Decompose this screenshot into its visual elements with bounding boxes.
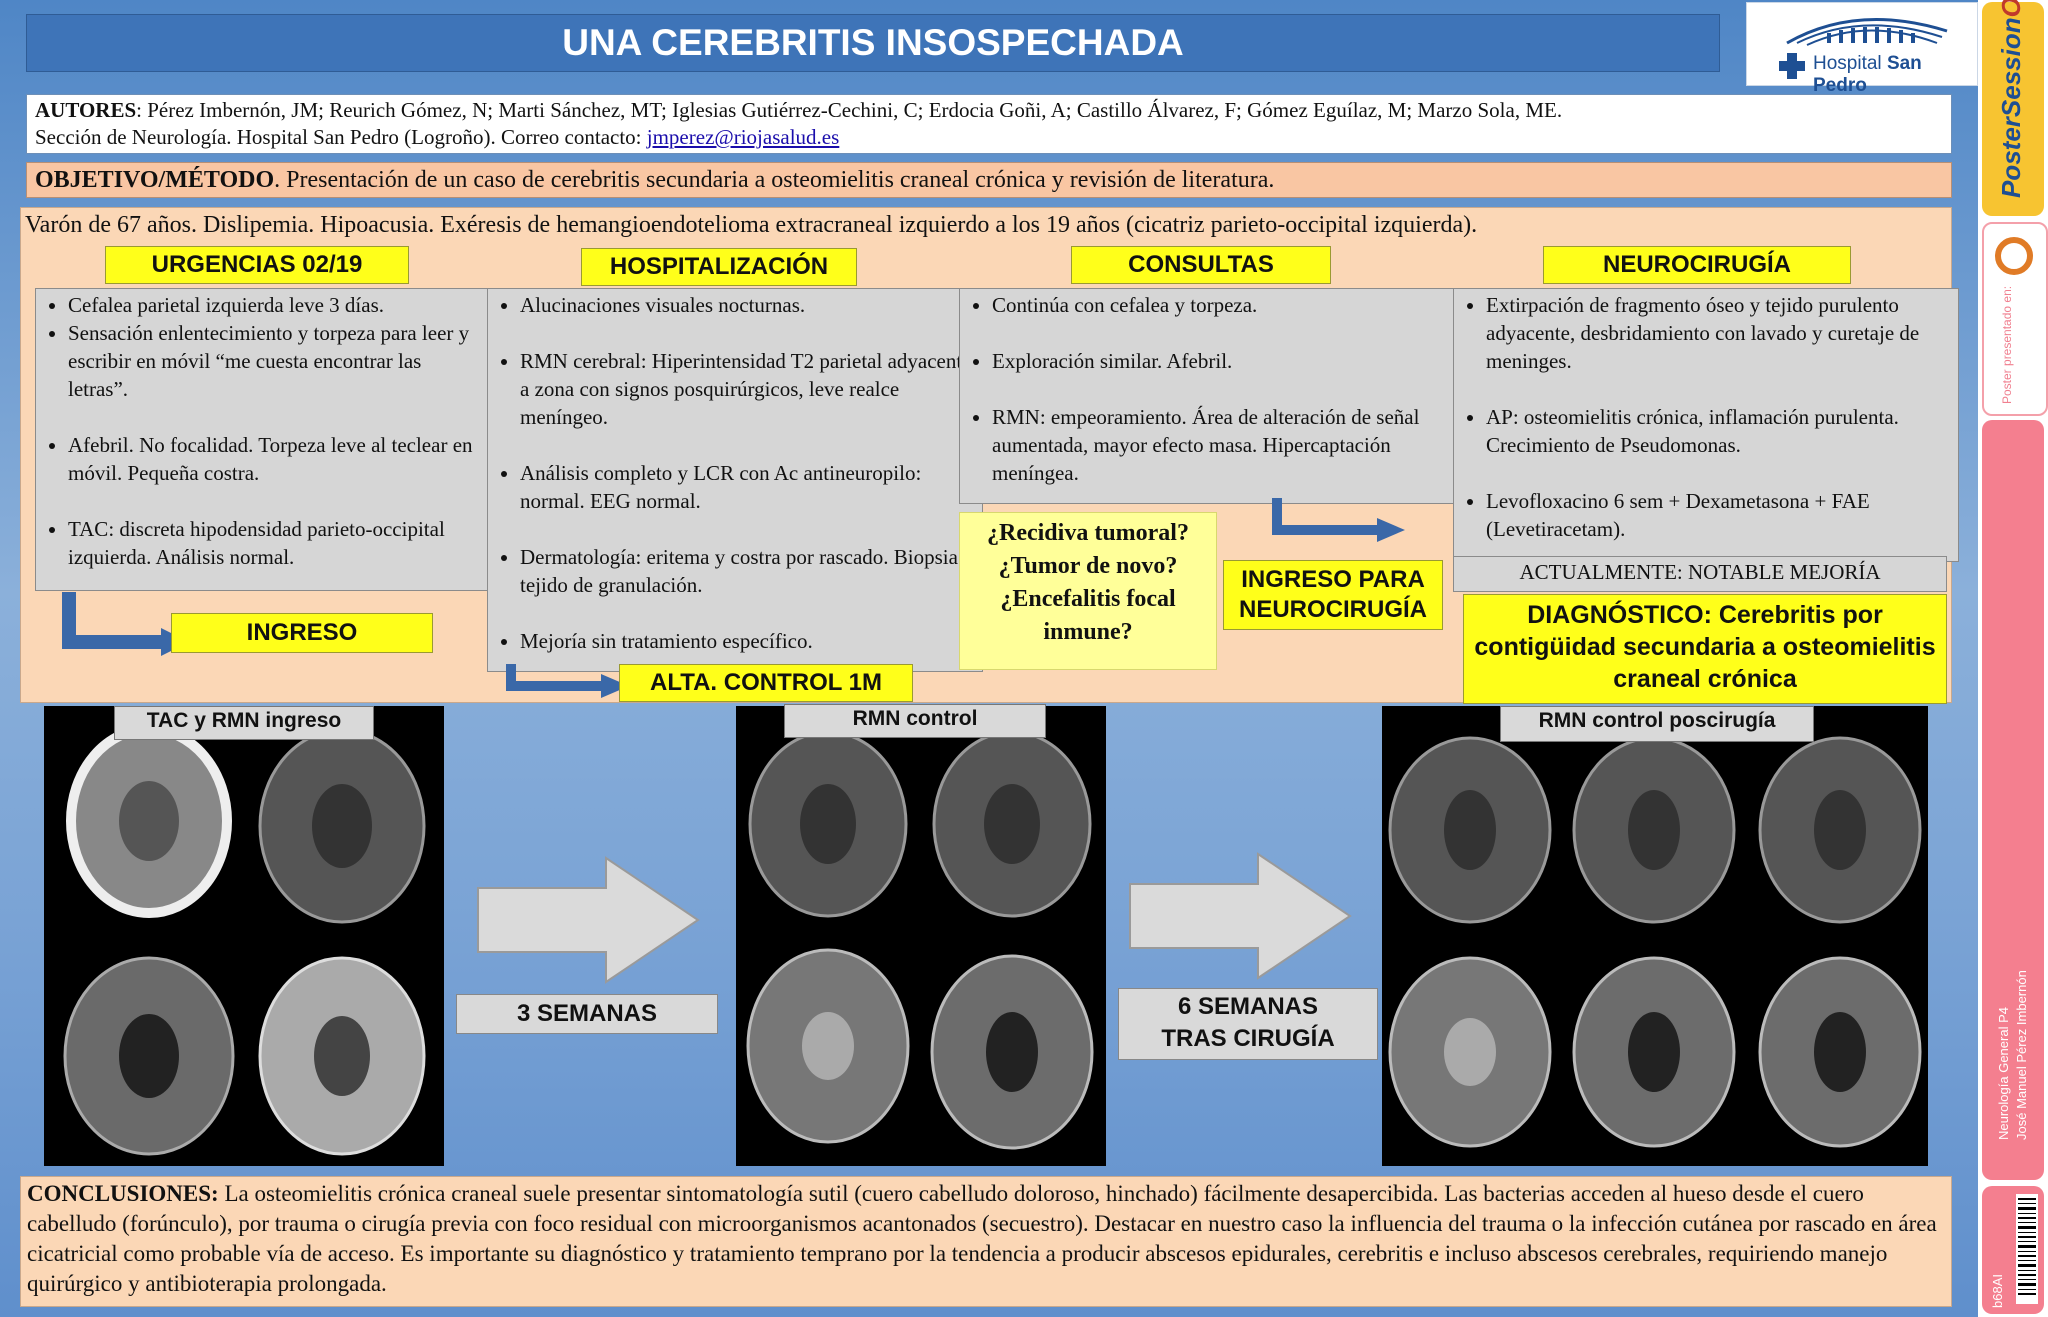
- arrow-right-icon: [1129, 852, 1352, 980]
- brand-text: PosterSessionOnline: [1996, 0, 2026, 198]
- authors-box: AUTORES: Pérez Imbernón, JM; Reurich Góm…: [26, 94, 1952, 154]
- brain-scans: [746, 730, 1094, 1150]
- ingreso-label: INGRESO: [171, 613, 433, 653]
- poster-session-brand: PosterSessionOnline: [1982, 0, 2044, 216]
- image-label-ingreso: TAC y RMN ingreso: [114, 706, 374, 740]
- question-item: ¿Encefalitis focal inmune?: [1000, 586, 1176, 645]
- hospitalizacion-box: Alucinaciones visuales nocturnas. RMN ce…: [487, 288, 983, 672]
- neurocirugia-box: Extirpación de fragmento óseo y tejido p…: [1453, 288, 1959, 562]
- arrow-label-3-semanas: 3 SEMANAS: [456, 994, 718, 1034]
- arrow-right-icon: [477, 856, 700, 984]
- event-logo-icon: [1995, 237, 2033, 275]
- presented-at-segment: Poster presentado en:: [1982, 222, 2048, 416]
- question-item: ¿Recidiva tumoral?: [987, 520, 1189, 546]
- objective-box: OBJETIVO/MÉTODO. Presentación de un caso…: [26, 162, 1952, 198]
- image-label-control: RMN control: [784, 704, 1046, 738]
- contact-email-link[interactable]: jmperez@riojasalud.es: [646, 125, 840, 149]
- list-item: AP: osteomielitis crónica, inflamación p…: [1486, 403, 1950, 459]
- current-status: ACTUALMENTE: NOTABLE MEJORÍA: [1453, 556, 1947, 592]
- list-item: Sensación enlentecimiento y torpeza para…: [68, 319, 482, 403]
- list-item: RMN cerebral: Hiperintensidad T2 parieta…: [520, 347, 974, 431]
- list-item: Dermatología: eritema y costra por rasca…: [520, 543, 974, 599]
- arrow-label-6-semanas: 6 SEMANAS TRAS CIRUGÍA: [1118, 988, 1378, 1060]
- poster-author: José Manuel Pérez Imbernón: [2014, 970, 2029, 1140]
- list-item: Análisis completo y LCR con Ac antineuro…: [520, 459, 974, 515]
- authors-line: AUTORES: Pérez Imbernón, JM; Reurich Góm…: [35, 98, 1563, 122]
- question-item: ¿Tumor de novo?: [998, 553, 1178, 579]
- hospitalizacion-header: HOSPITALIZACIÓN: [581, 248, 857, 286]
- list-item: Mejoría sin tratamiento específico.: [520, 627, 974, 655]
- urgencias-header: URGENCIAS 02/19: [105, 246, 409, 284]
- barcode-segment: b68AI: [1982, 1186, 2044, 1314]
- mri-set-ingreso: [44, 706, 444, 1166]
- bent-arrow-icon: [1272, 498, 1405, 542]
- poster-code: b68AI: [1990, 1274, 2005, 1308]
- poster-title: UNA CEREBRITIS INSOSPECHADA: [26, 14, 1720, 72]
- hospital-logo: Hospital San Pedro: [1746, 2, 1978, 96]
- medical-cross-icon: [1779, 53, 1805, 79]
- differential-questions: ¿Recidiva tumoral? ¿Tumor de novo? ¿Ence…: [959, 512, 1217, 670]
- list-item: Levofloxacino 6 sem + Dexametasona + FAE…: [1486, 487, 1950, 543]
- consultas-box: Continúa con cefalea y torpeza. Explorac…: [959, 288, 1455, 504]
- urgencias-box: Cefalea parietal izquierda leve 3 días. …: [35, 288, 491, 591]
- ingreso-neurocirugia-label: INGRESO PARA NEUROCIRUGÍA: [1223, 560, 1443, 630]
- conclusions-box: CONCLUSIONES: La osteomielitis crónica c…: [20, 1176, 1952, 1307]
- alta-control-label: ALTA. CONTROL 1M: [619, 664, 913, 702]
- list-item: Continúa con cefalea y torpeza.: [992, 291, 1446, 319]
- bent-arrow-icon: [506, 664, 629, 698]
- list-item: Cefalea parietal izquierda leve 3 días.: [68, 291, 482, 319]
- hospital-name: Hospital San Pedro: [1813, 53, 1922, 96]
- list-item: Afebril. No focalidad. Torpeza leve al t…: [68, 431, 482, 487]
- consultas-header: CONSULTAS: [1071, 246, 1331, 284]
- case-intro: Varón de 67 años. Dislipemia. Hipoacusia…: [25, 212, 1478, 238]
- brain-scans: [1388, 736, 1922, 1148]
- affiliation-line: Sección de Neurología. Hospital San Pedr…: [35, 125, 840, 149]
- neurocirugia-header: NEUROCIRUGÍA: [1543, 246, 1851, 284]
- list-item: Exploración similar. Afebril.: [992, 347, 1446, 375]
- poster-category: Neurología General P4: [1996, 1007, 2011, 1140]
- list-item: Alucinaciones visuales nocturnas.: [520, 291, 974, 319]
- hospital-building-icon: [1786, 17, 1948, 46]
- image-label-poscirugia: RMN control poscirugía: [1500, 706, 1814, 742]
- mri-set-poscirugia: [1382, 706, 1928, 1166]
- brain-scans: [63, 724, 426, 1156]
- barcode-icon: [2016, 1194, 2038, 1304]
- case-panel: Varón de 67 años. Dislipemia. Hipoacusia…: [20, 207, 1959, 704]
- poster-session-sidebar: PosterSessionOnline Poster presentado en…: [1978, 0, 2048, 1317]
- list-item: Extirpación de fragmento óseo y tejido p…: [1486, 291, 1950, 375]
- diagnosis-box: DIAGNÓSTICO: Cerebritis por contigüidad …: [1463, 594, 1947, 704]
- list-item: RMN: empeoramiento. Área de alteración d…: [992, 403, 1446, 487]
- mri-set-control: [736, 706, 1106, 1166]
- list-item: TAC: discreta hipodensidad parieto-occip…: [68, 515, 482, 571]
- poster-info-segment: Neurología General P4 José Manuel Pérez …: [1982, 420, 2044, 1180]
- presented-text: Poster presentado en:: [2000, 285, 2014, 404]
